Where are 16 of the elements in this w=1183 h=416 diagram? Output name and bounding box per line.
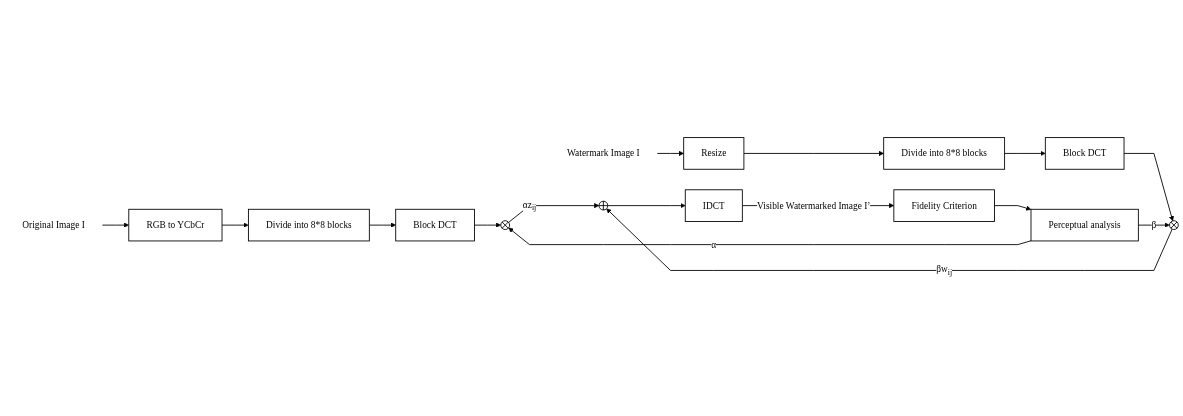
node-box: Divide into 8*8 blocks xyxy=(247,208,370,242)
node-text: Watermark Image I xyxy=(567,148,640,159)
edge-label: βw$_{ij}$ xyxy=(936,264,953,277)
node-box: Fidelity Criterion xyxy=(893,189,995,222)
edge-label: αz$_{ij}$ xyxy=(522,199,537,212)
edge-label: α xyxy=(711,239,717,250)
node-box: IDCT xyxy=(684,189,743,222)
node-box: Perceptual analysis xyxy=(1030,208,1139,242)
node-box: Block DCT xyxy=(395,208,475,242)
node-box: Block DCT xyxy=(1044,137,1125,170)
node-text: Original Image I xyxy=(22,219,85,230)
edge-label: β xyxy=(1151,219,1157,230)
node-box: RGB to YCbCr xyxy=(128,208,223,242)
edge-label: Visible Watermarked Image I’ xyxy=(757,200,871,211)
node-box: Divide into 8*8 blocks xyxy=(883,137,1006,170)
node-box: Resize xyxy=(683,137,745,170)
